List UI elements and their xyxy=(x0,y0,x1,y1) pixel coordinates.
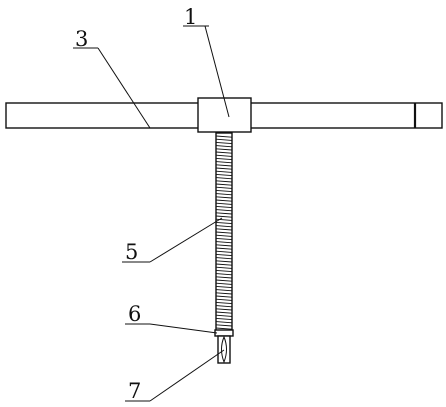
thread-line xyxy=(215,266,233,269)
thread-line xyxy=(215,180,233,183)
thread-line xyxy=(215,247,233,250)
thread-line xyxy=(215,157,233,161)
thread-line xyxy=(215,221,233,225)
threaded-rod xyxy=(215,132,233,332)
thread-line xyxy=(215,257,233,260)
thread-line xyxy=(215,145,233,148)
thread-line xyxy=(215,138,233,141)
thread-line xyxy=(215,292,233,295)
thread-line xyxy=(215,250,233,253)
thread-line xyxy=(215,167,233,170)
thread-line xyxy=(215,189,233,193)
thread-line xyxy=(215,161,233,164)
thread-line xyxy=(215,260,233,263)
thread-line xyxy=(215,177,233,180)
thread-line xyxy=(215,215,233,218)
thread-line xyxy=(215,199,233,202)
thread-line xyxy=(215,282,233,285)
thread-line xyxy=(215,183,233,186)
label-6: 6 xyxy=(128,302,141,326)
thread-line xyxy=(215,301,233,305)
label-7: 7 xyxy=(128,379,141,403)
leader-6 xyxy=(149,323,218,334)
thread-line xyxy=(215,276,233,279)
thread-line xyxy=(215,173,233,177)
thread-line xyxy=(215,141,233,145)
tip-slot xyxy=(221,335,227,364)
thread-line xyxy=(215,314,233,317)
thread-line xyxy=(215,218,233,221)
label-3: 3 xyxy=(75,27,88,51)
leader-3 xyxy=(97,47,151,129)
thread-line xyxy=(215,289,233,292)
thread-line xyxy=(215,253,233,257)
thread-line xyxy=(215,154,233,157)
thread-line xyxy=(215,241,233,244)
thread-line xyxy=(215,285,233,289)
leader-5 xyxy=(149,217,223,263)
thread-line xyxy=(215,135,233,138)
central-hub xyxy=(197,97,252,133)
thread-line xyxy=(215,228,233,231)
thread-line xyxy=(215,244,233,247)
thread-line xyxy=(215,263,233,266)
thread-line xyxy=(215,231,233,234)
thread-line xyxy=(215,324,233,327)
tip xyxy=(217,335,231,364)
thread-line xyxy=(215,202,233,205)
thread-line xyxy=(215,164,233,167)
collar xyxy=(214,329,234,337)
thread-line xyxy=(215,225,233,228)
thread-line xyxy=(215,317,233,321)
thread-line xyxy=(215,193,233,196)
thread-line xyxy=(215,151,233,154)
thread-line xyxy=(215,305,233,308)
thread-line xyxy=(215,321,233,324)
leader-7 xyxy=(149,349,225,402)
thread-lines xyxy=(215,135,233,330)
tip-body xyxy=(217,335,231,364)
thread-line xyxy=(215,209,233,212)
thread-line xyxy=(215,311,233,314)
thread-line xyxy=(215,273,233,276)
thread-line xyxy=(215,196,233,199)
thread-line xyxy=(215,148,233,151)
thread-line xyxy=(215,308,233,311)
thread-line xyxy=(215,234,233,237)
thread-line xyxy=(215,205,233,209)
thread-line xyxy=(215,269,233,273)
thread-line xyxy=(215,279,233,282)
thread-line xyxy=(215,295,233,298)
thread-line xyxy=(215,327,233,330)
thread-line xyxy=(215,237,233,241)
label-1: 1 xyxy=(184,5,197,29)
label-5: 5 xyxy=(125,240,138,264)
thread-line xyxy=(215,170,233,173)
thread-line xyxy=(215,186,233,189)
thread-line xyxy=(215,298,233,301)
thread-line xyxy=(215,212,233,215)
leader-1 xyxy=(204,25,230,118)
